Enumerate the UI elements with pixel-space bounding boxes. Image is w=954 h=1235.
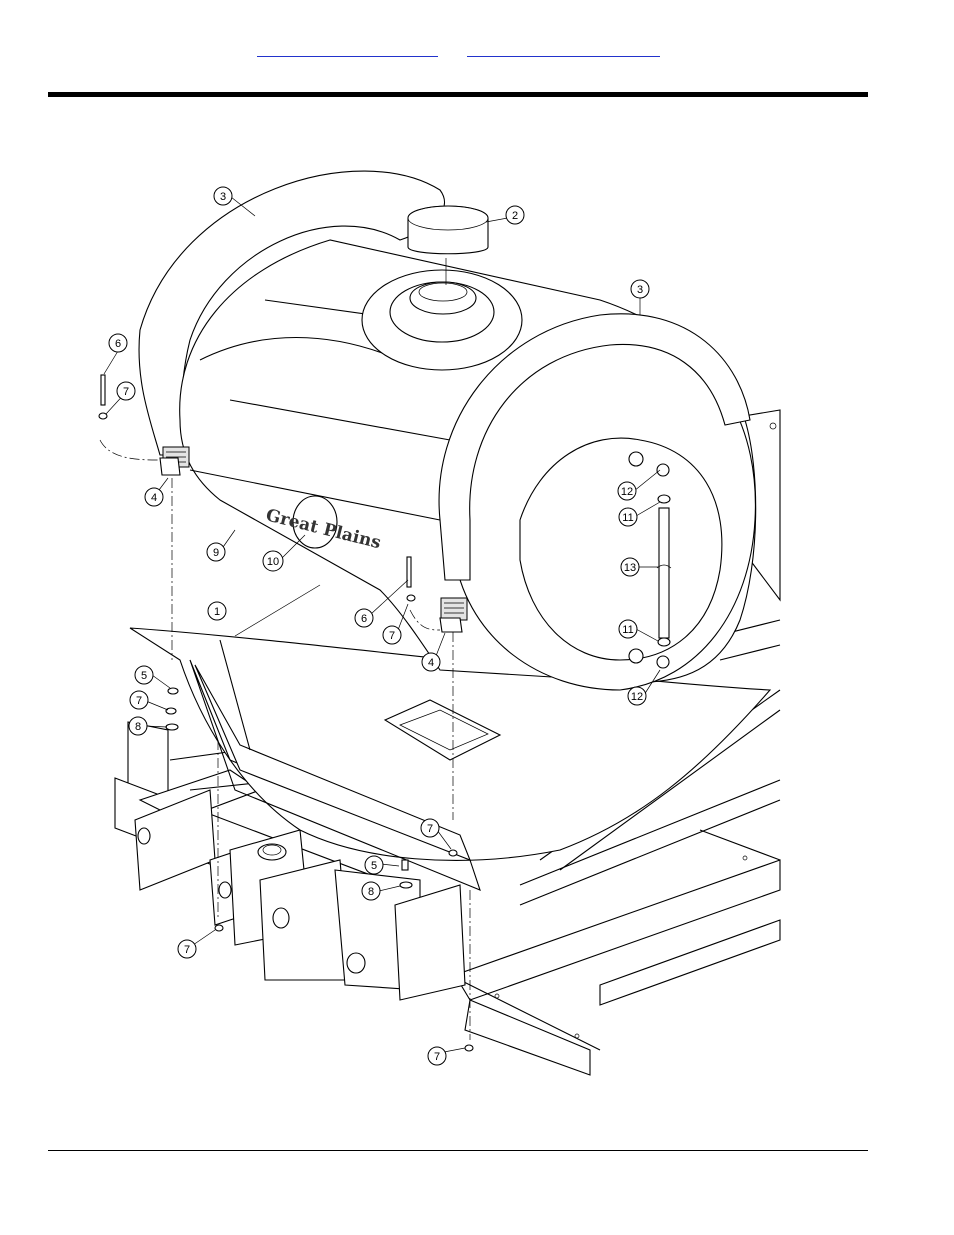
callout-7-f: 7 [427, 1046, 447, 1066]
alignment-lines [99, 439, 471, 1040]
callout-12-lower: 12 [627, 686, 647, 706]
svg-text:13: 13 [624, 562, 636, 574]
callout-3-left: 3 [213, 186, 233, 206]
callout-11-lower: 11 [618, 619, 638, 639]
svg-text:4: 4 [428, 657, 434, 669]
callout-7-d: 7 [420, 818, 440, 838]
callout-10: 10 [262, 550, 284, 572]
callout-12-upper: 12 [617, 481, 637, 501]
svg-text:11: 11 [622, 624, 633, 636]
svg-text:4: 4 [151, 492, 157, 504]
strap-right [438, 313, 751, 581]
footer-rule [48, 1150, 868, 1151]
svg-text:3: 3 [637, 284, 643, 296]
hardware [98, 374, 474, 1052]
nav-link-2[interactable] [467, 44, 660, 57]
svg-text:10: 10 [267, 556, 279, 568]
svg-text:12: 12 [631, 691, 643, 703]
svg-text:8: 8 [135, 721, 141, 733]
strap-buckles [159, 446, 468, 633]
svg-text:7: 7 [184, 944, 190, 956]
tank-lid [407, 205, 489, 285]
callout-8-upper: 8 [128, 716, 148, 736]
svg-text:11: 11 [622, 512, 633, 524]
nav-link-1[interactable] [257, 44, 438, 57]
svg-text:5: 5 [371, 860, 377, 872]
callout-2: 2 [505, 205, 525, 225]
strap-left [138, 170, 446, 456]
svg-text:7: 7 [389, 630, 395, 642]
callout-4-left: 4 [144, 487, 164, 507]
svg-text:7: 7 [434, 1051, 440, 1063]
svg-text:3: 3 [220, 191, 226, 203]
callout-7-c: 7 [382, 625, 402, 645]
svg-text:2: 2 [512, 210, 518, 222]
callouts: 1 2 3 3 4 4 5 5 6 6 7 7 7 7 7 7 8 8 9 10… [108, 186, 650, 1066]
tank-end-face [454, 338, 756, 691]
svg-text:8: 8 [368, 886, 374, 898]
svg-text:1: 1 [214, 606, 220, 618]
svg-text:7: 7 [123, 386, 129, 398]
hitch-assembly [114, 719, 471, 1001]
callout-1: 1 [207, 601, 227, 621]
callout-7-b: 7 [129, 690, 149, 710]
svg-text:6: 6 [115, 338, 121, 350]
svg-text:7: 7 [427, 823, 433, 835]
svg-text:7: 7 [136, 695, 142, 707]
callout-7-a: 7 [116, 381, 136, 401]
callout-7-e: 7 [177, 939, 197, 959]
callout-11-upper: 11 [618, 507, 638, 527]
callout-8-lower: 8 [361, 881, 381, 901]
callout-13: 13 [620, 557, 640, 577]
svg-text:6: 6 [361, 613, 367, 625]
svg-text:5: 5 [141, 670, 147, 682]
svg-text:12: 12 [621, 486, 633, 498]
header-rule [48, 92, 868, 97]
callout-3-right: 3 [630, 279, 650, 299]
callout-5-lower: 5 [364, 855, 384, 875]
callout-6-right: 6 [354, 608, 374, 628]
callout-4-right: 4 [421, 652, 441, 672]
callout-5-upper: 5 [134, 665, 154, 685]
frame-assembly [454, 409, 781, 1076]
top-navigation [0, 44, 954, 58]
callout-6-left: 6 [108, 333, 128, 353]
callout-9: 9 [206, 542, 226, 562]
svg-text:9: 9 [213, 547, 219, 559]
sight-tube [628, 451, 672, 669]
